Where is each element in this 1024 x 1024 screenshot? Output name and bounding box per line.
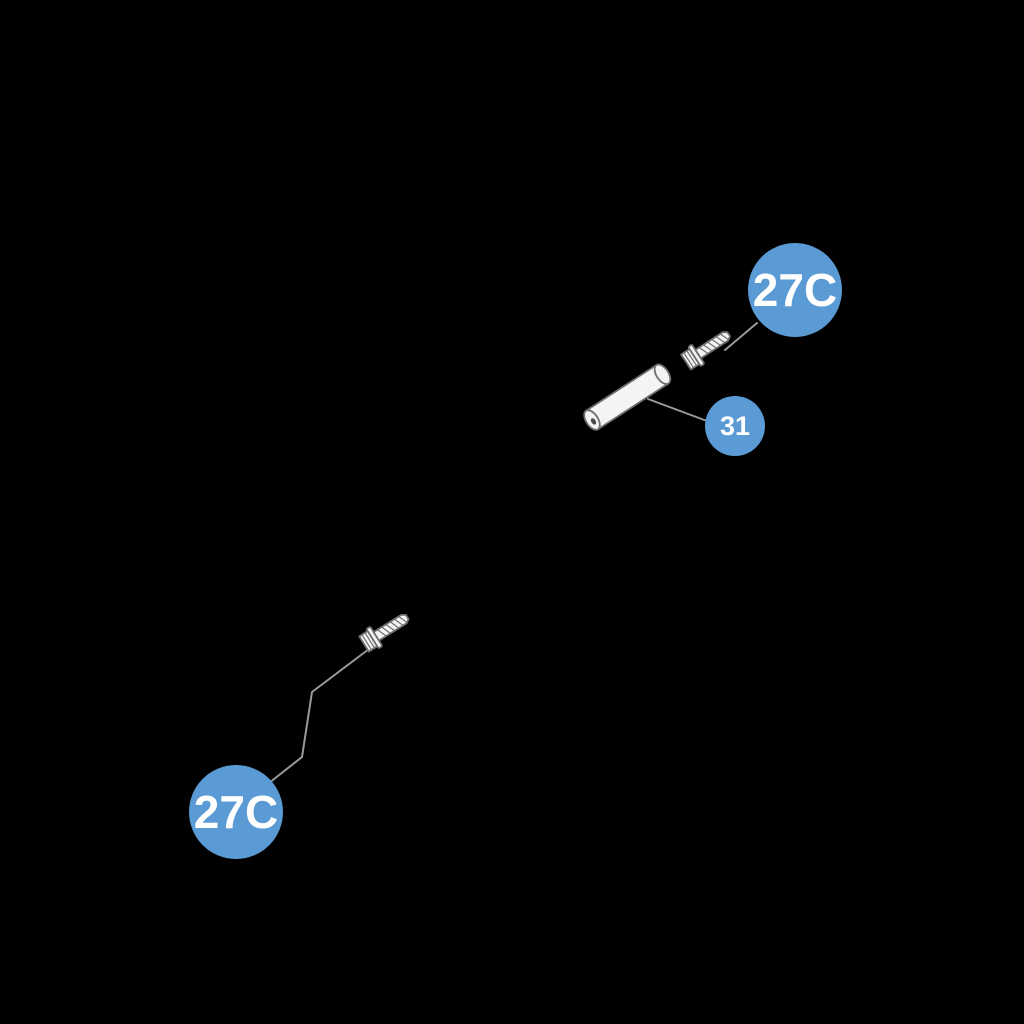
spacer-tube-bore-hole [590, 418, 597, 425]
spacer-tube-part [583, 363, 672, 431]
callout-27c-upper-circle[interactable] [748, 243, 842, 337]
hex-flange-screw-lower [357, 606, 415, 655]
callout-31-label: 31 [720, 411, 750, 441]
leader-line-31 [647, 398, 708, 422]
callout-27c-lower-label: 27C [194, 786, 278, 838]
callout-27c-upper[interactable]: 27C [748, 243, 842, 337]
callout-27c-lower-circle[interactable] [189, 765, 283, 859]
callout-31[interactable]: 31 [705, 396, 765, 456]
leader-line-27c-upper [724, 322, 758, 351]
spacer-tube-end-far [653, 363, 672, 385]
callout-27c-upper-label: 27C [753, 264, 837, 316]
callout-27c-lower[interactable]: 27C [189, 765, 283, 859]
callout-31-circle[interactable] [705, 396, 765, 456]
leader-line-27c-lower [268, 648, 370, 784]
